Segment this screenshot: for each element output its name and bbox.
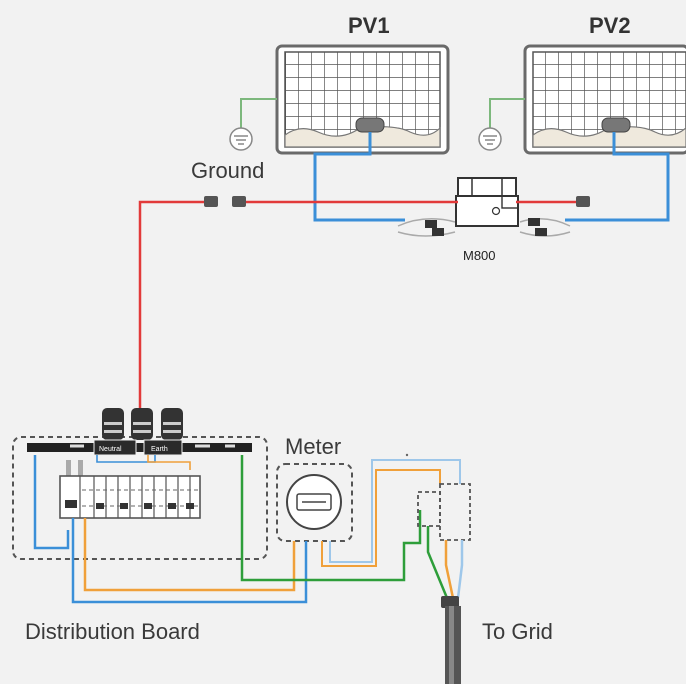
distribution-board-label: Distribution Board — [25, 619, 200, 644]
ground-symbol-icon — [478, 127, 502, 151]
grid-cable-icon — [441, 596, 461, 684]
cable-gland-icon — [102, 408, 183, 440]
circuit-breaker-icon — [59, 460, 201, 519]
microinverter-icon — [397, 177, 571, 237]
earth-bar — [143, 439, 183, 456]
solar-panel-icon — [275, 44, 450, 155]
grid-terminal-box — [439, 483, 471, 541]
energy-meter-icon — [286, 474, 342, 530]
grid-terminal-box — [417, 491, 441, 527]
solar-panel-icon — [523, 44, 686, 155]
ground-symbol-icon — [229, 127, 253, 151]
dc-wire — [565, 132, 670, 222]
meter-label: Meter — [285, 434, 342, 459]
neutral-label: Neutral — [99, 446, 122, 453]
dc-wire — [313, 132, 405, 222]
ac-connector-icon — [204, 196, 590, 207]
to-grid-label: To Grid — [482, 619, 553, 644]
pv1-label: PV1 — [348, 13, 390, 38]
ac-trunk-wire — [138, 200, 205, 408]
ground-label: Ground — [191, 158, 265, 183]
neutral-bar — [93, 439, 137, 456]
ground-wire — [240, 98, 277, 128]
pv2-label: PV2 — [589, 13, 631, 38]
earth-label: Earth — [151, 446, 168, 453]
meter-enclosure — [276, 463, 353, 542]
inverter-label: M800 — [463, 248, 496, 263]
busbar — [27, 443, 252, 452]
ground-wire — [489, 98, 525, 128]
